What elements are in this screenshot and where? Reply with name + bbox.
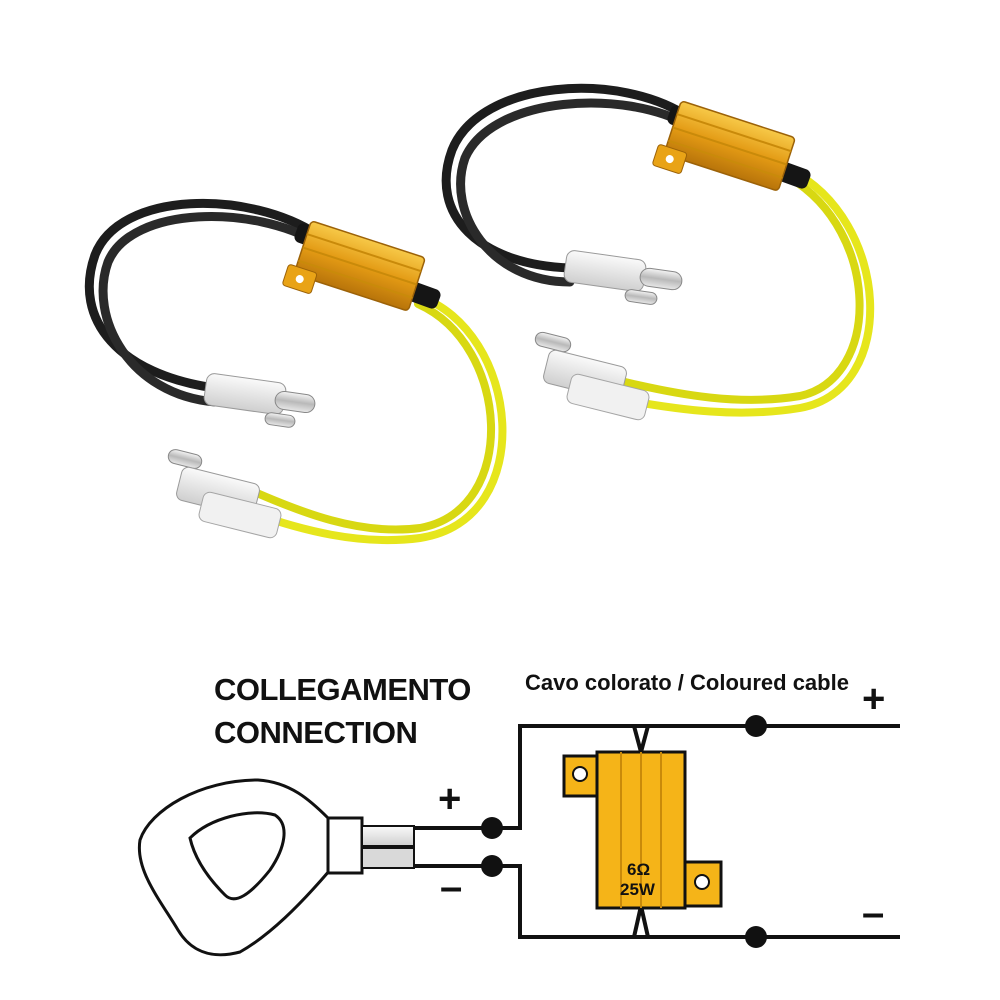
yellow-wire-right-b [621, 174, 864, 404]
polarity-minus-right: – [862, 891, 884, 935]
black-wire-right-b [456, 98, 695, 287]
bullet-connector-left-top [203, 373, 316, 428]
heading-line1: COLLEGAMENTO [214, 672, 471, 707]
resistor-symbol: 6Ω 25W [562, 750, 723, 910]
bullet-connector-left-bottom [167, 449, 282, 539]
polarity-plus-right: + [862, 677, 885, 721]
polarity-plus-left: + [438, 777, 461, 821]
gold-resistor-right [652, 101, 796, 191]
node-left-plus [481, 817, 503, 839]
yellow-wire-left-b [246, 300, 495, 534]
indicator-lens [188, 811, 286, 901]
resistor-assembly-left [84, 198, 507, 545]
wiring-diagram: COLLEGAMENTO CONNECTION Cavo colorato / … [137, 670, 900, 957]
gold-resistor-left [282, 221, 426, 311]
resistor-power-label: 25W [620, 880, 656, 899]
polarity-minus-left: – [440, 865, 462, 909]
black-wire-left-b [98, 212, 323, 407]
node-right-minus [745, 926, 767, 948]
indicator-plug-bottom [361, 847, 415, 869]
resistor-assembly-right [441, 83, 874, 421]
yellow-wire-left [246, 292, 507, 545]
node-left-minus [481, 855, 503, 877]
resistor-value-label: 6Ω [627, 860, 650, 879]
cable-caption: Cavo colorato / Coloured cable [525, 670, 849, 695]
indicator-plug-top [361, 825, 415, 847]
heading-line2: CONNECTION [214, 715, 417, 750]
indicator-stem [326, 816, 364, 875]
bullet-connector-right-bottom [534, 331, 650, 421]
bullet-connector-right-top [563, 250, 683, 305]
node-right-plus [745, 715, 767, 737]
turn-signal-indicator [137, 778, 415, 957]
yellow-wire-right [621, 166, 874, 417]
